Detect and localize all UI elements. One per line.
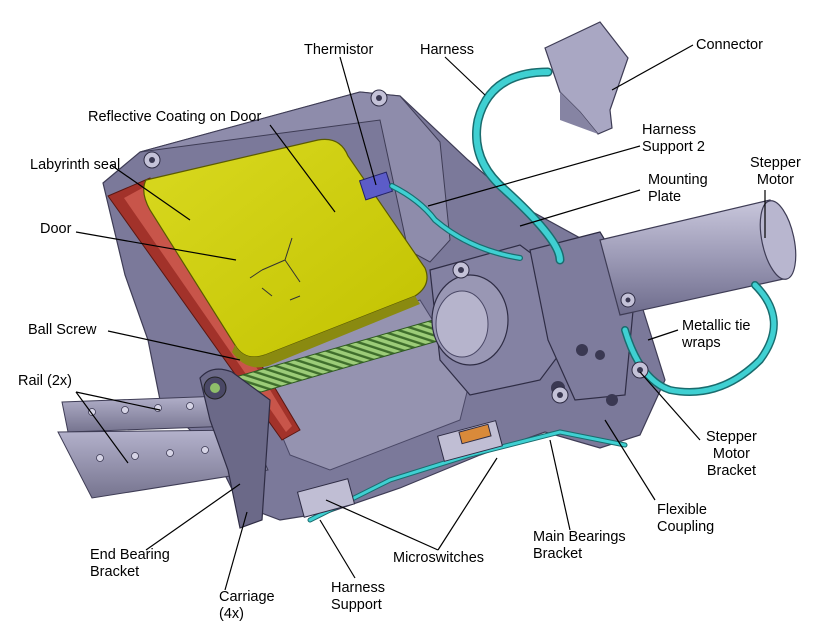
label-stepper-motor-bracket-line3: Bracket	[706, 463, 756, 479]
label-metallic-tie-wraps-line2: wraps	[682, 335, 721, 351]
label-harness-support-2: Harness Support 2	[642, 122, 705, 156]
connector-body	[544, 21, 629, 135]
label-ball-screw: Ball Screw	[28, 322, 97, 338]
thermistor-part	[358, 171, 394, 201]
label-flexible-coupling-line2: Coupling	[657, 519, 715, 535]
label-harness-support-line1: Harness	[331, 580, 385, 596]
label-mounting-plate-line1: Mounting	[648, 172, 708, 188]
label-stepper-motor-bracket-line2: Motor	[712, 446, 750, 462]
label-stepper-motor-line1: Stepper	[750, 155, 801, 171]
label-harness-support: Harness Support	[331, 580, 385, 614]
label-harness-support-2-line1: Harness	[642, 122, 696, 138]
label-metallic-tie-wraps-line1: Metallic tie	[682, 318, 751, 334]
label-carriage: Carriage (4x)	[219, 589, 275, 623]
label-main-bearings-bracket-line2: Bracket	[533, 546, 583, 562]
label-carriage-line2: (4x)	[219, 606, 244, 622]
label-carriage-line1: Carriage	[219, 589, 275, 605]
label-stepper-motor: Stepper Motor	[750, 155, 801, 189]
microswitch-blocks	[296, 420, 503, 518]
coupling-housing-face	[435, 290, 489, 358]
label-reflective-coating: Reflective Coating on Door	[88, 109, 262, 125]
label-main-bearings-bracket-line1: Main Bearings	[533, 529, 626, 545]
screw-sockets	[149, 95, 643, 398]
label-mounting-plate-line2: Plate	[648, 189, 682, 205]
rail-front	[57, 429, 269, 499]
label-end-bearing-bracket-line2: Bracket	[90, 564, 140, 580]
connector-face	[560, 92, 598, 134]
label-end-bearing-bracket: End Bearing Bracket	[90, 547, 170, 581]
end-bearing-bore	[210, 383, 220, 393]
label-metallic-tie-wraps: Metallic tie wraps	[682, 318, 751, 352]
stepper-motor-endcap	[759, 200, 797, 280]
label-microswitches: Microswitches	[393, 550, 485, 566]
door-edge	[232, 296, 420, 368]
label-labyrinth-seal: Labyrinth seal	[30, 157, 121, 173]
label-door: Door	[40, 221, 72, 237]
label-flexible-coupling-line1: Flexible	[657, 502, 707, 518]
leader-lines	[75, 44, 766, 591]
door-marking	[249, 237, 301, 301]
label-harness: Harness	[420, 42, 474, 58]
label-stepper-motor-bracket-line1: Stepper	[706, 429, 757, 445]
label-harness-support-2-line2: Support 2	[642, 139, 705, 155]
label-connector: Connector	[696, 37, 763, 53]
label-flexible-coupling: Flexible Coupling	[657, 502, 714, 536]
label-mounting-plate: Mounting Plate	[648, 172, 708, 206]
label-thermistor: Thermistor	[304, 42, 374, 58]
end-bearing-bracket	[199, 368, 271, 529]
label-harness-support-line2: Support	[331, 597, 382, 613]
label-stepper-motor-line2: Motor	[756, 172, 794, 188]
label-end-bearing-bracket-line1: End Bearing	[90, 547, 170, 563]
label-stepper-motor-bracket: Stepper Motor Bracket	[706, 429, 757, 480]
label-main-bearings-bracket: Main Bearings Bracket	[533, 529, 626, 563]
label-rail: Rail (2x)	[18, 373, 72, 389]
